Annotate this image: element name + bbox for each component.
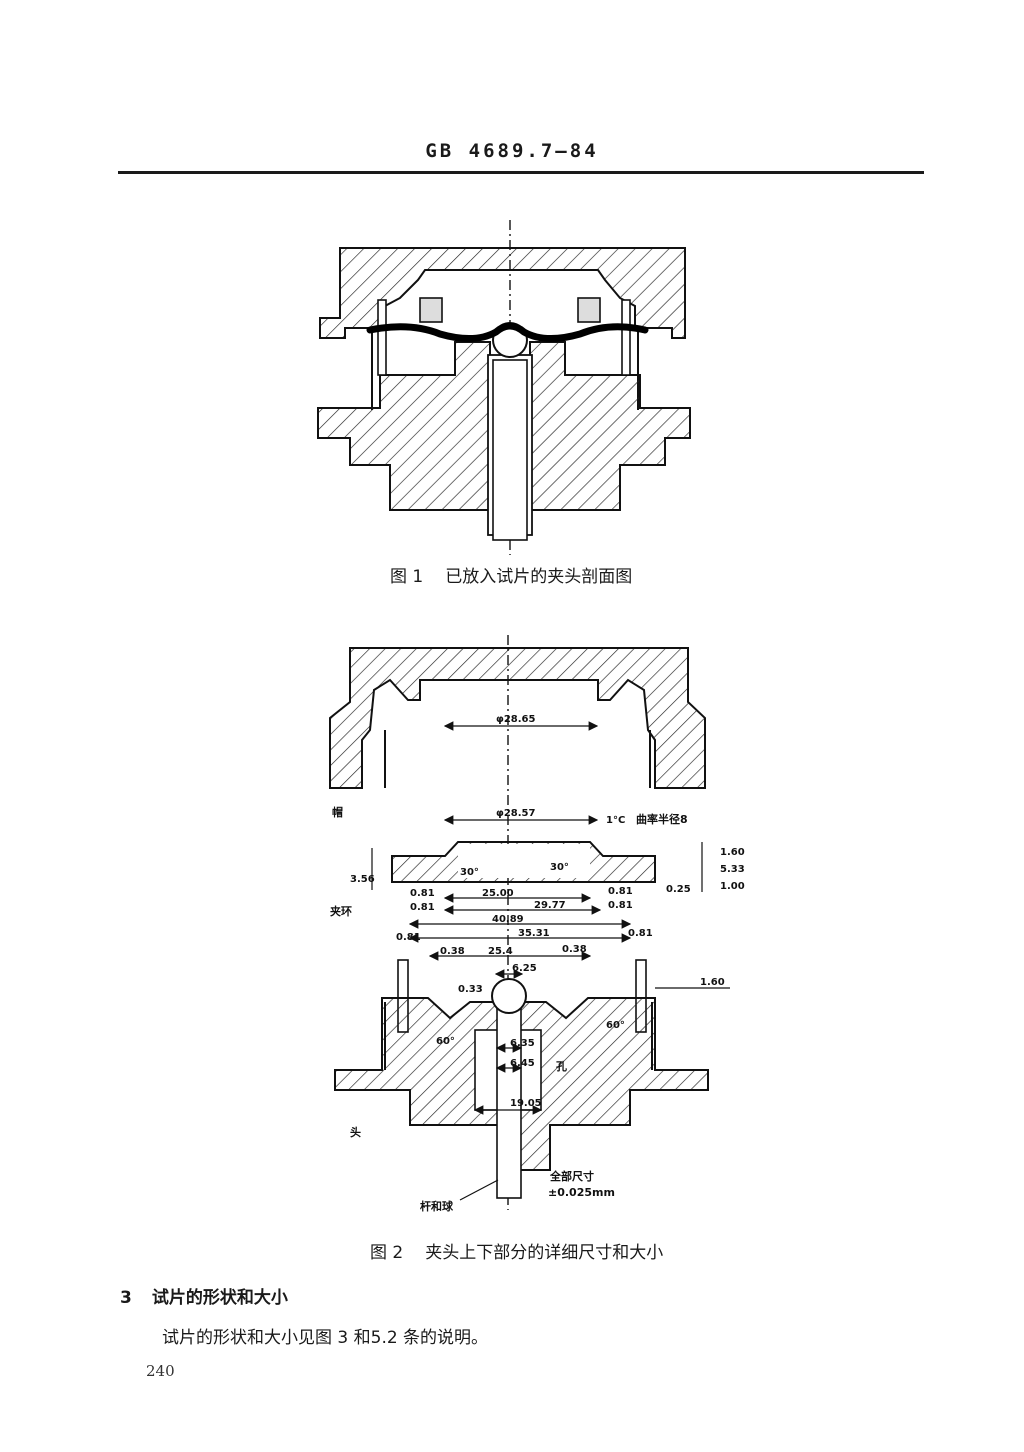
figure-2-caption: 图 2 夹头上下部分的详细尺寸和大小: [370, 1238, 663, 1263]
dim-0-25: 0.25: [666, 884, 691, 895]
dim-1-60-top: 1.60: [720, 847, 745, 858]
dim-40-89: 40.89: [492, 914, 524, 925]
dim-1-00: 1.00: [720, 881, 745, 892]
label-hole: 孔: [556, 1060, 567, 1073]
label-rod-ball: 杆和球: [420, 1199, 454, 1213]
clamp-ring-right: [577, 297, 601, 323]
dim-angle60-right: 60°: [606, 1020, 625, 1031]
dim-19-05: 19.05: [510, 1098, 542, 1109]
label-curvature: 曲率半径8: [636, 812, 688, 826]
dim-35-31: 35.31: [518, 928, 550, 939]
figure-1-caption: 图 1 已放入试片的夹头剖面图: [390, 562, 632, 587]
dim-25-4: 25.4: [488, 946, 513, 957]
dim-6-35: 6.35: [510, 1038, 535, 1049]
cap-body: [319, 247, 686, 339]
dim-angle30-right: 30°: [550, 862, 569, 873]
dim-0-38-a: 0.38: [440, 946, 465, 957]
section-title: 试片的形状和大小: [151, 1288, 288, 1308]
figure-1-title: 已放入试片的夹头剖面图: [445, 567, 633, 587]
ball: [491, 978, 527, 1014]
clamp-ring-left: [419, 297, 443, 323]
label-all-dims-line2: ±0.025mm: [548, 1186, 615, 1199]
dim-0-38-b: 0.38: [562, 944, 587, 955]
rod: [492, 359, 528, 541]
page-number: 240: [146, 1362, 175, 1380]
dim-29-77: 29.77: [534, 900, 566, 911]
dim-0-81-f: 0.81: [628, 928, 653, 939]
test-specimen: [366, 322, 649, 342]
dim-0-81-b: 0.81: [608, 886, 633, 897]
section-paragraph: 试片的形状和大小见图 3 和5.2 条的说明。: [162, 1328, 489, 1348]
dim-ring-top-dia: φ28.57: [496, 808, 535, 819]
label-head: 头: [350, 1125, 361, 1139]
section-heading: 3 试片的形状和大小: [120, 1283, 288, 1308]
dim-0-81-e: 0.81: [396, 932, 421, 943]
dim-angle-1c: 1°C: [606, 815, 625, 826]
pin-right: [621, 299, 631, 376]
figure-1-number: 图 1: [390, 567, 424, 587]
dim-0-33: 0.33: [458, 984, 483, 995]
label-clamp-ring: 夹环: [330, 904, 352, 918]
dim-cap-dia: φ28.65: [496, 714, 535, 725]
figure-1-clamp-section-drawing: [317, 220, 691, 555]
label-all-dims-line1: 全部尺寸: [549, 1169, 594, 1183]
cap-hatched-section: [329, 647, 706, 789]
dim-0-81-d: 0.81: [608, 900, 633, 911]
dim-6-25: 6.25: [512, 963, 537, 974]
standard-code-header: GB 4689.7—84: [425, 140, 599, 162]
dim-1-60-head: 1.60: [700, 977, 725, 988]
header-rule: [118, 171, 924, 174]
dim-6-45: 6.45: [510, 1058, 535, 1069]
figure-2-number: 图 2: [370, 1243, 404, 1263]
figure-2-detail-dimensions-drawing: φ28.65 帽 φ28.57 1°C 曲率半径8 30° 30° 1.60 5…: [329, 635, 745, 1213]
dim-5-33: 5.33: [720, 864, 745, 875]
dim-0-81-c: 0.81: [410, 902, 435, 913]
dim-angle60-left: 60°: [436, 1036, 455, 1047]
label-cap: 帽: [332, 805, 343, 819]
pin-left: [377, 299, 387, 376]
dim-3-56: 3.56: [350, 874, 375, 885]
figure-2-title: 夹头上下部分的详细尺寸和大小: [425, 1243, 664, 1263]
section-number: 3: [120, 1288, 132, 1308]
dim-angle30-left: 30°: [460, 867, 479, 878]
dim-0-81-a: 0.81: [410, 888, 435, 899]
rod: [496, 1007, 522, 1199]
dim-25-00: 25.00: [482, 888, 514, 899]
